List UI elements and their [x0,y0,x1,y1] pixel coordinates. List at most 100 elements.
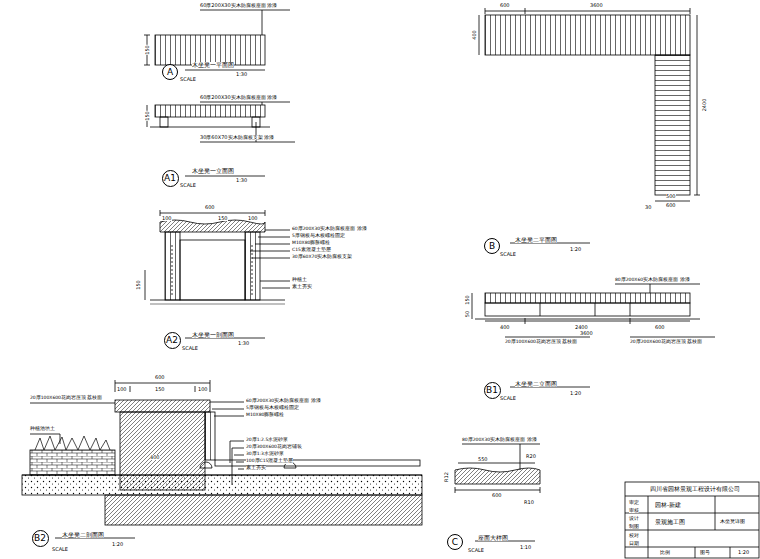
callout-letter: B1 [486,386,498,395]
annotation-text: 木坐凳一剖面图 [192,332,234,338]
annotation-text: 3600 [580,331,593,336]
annotation-text: 60厚200X30实木防腐板座面 涂漆 [200,95,277,100]
annotation-text: 1:20 [570,391,581,396]
annotation-text: R20 [526,454,536,459]
annotation-text: 木坐凳详图 [720,519,745,524]
annotation-text: 制图 [629,524,639,529]
annotation-text: 素土夯实 [292,285,312,290]
annotation-text: 四川省园林景观工程设计有限公司 [650,486,740,492]
annotation-text: 5厚钢板与木板螺栓固定 [246,406,299,411]
callout-letter: C [452,538,458,547]
annotation-text: 景观施工图 [655,519,685,525]
callout-letter: A2 [166,336,178,345]
annotation-text: 600 [500,3,510,8]
annotation-text: 比例 [660,550,670,555]
annotation-text: 30厚60X70实木防腐板支架 [292,255,352,260]
annotation-text: 20厚300X600花岗岩铺装 [246,445,302,450]
annotation-text: SCALE [468,548,484,553]
callout-letter: A [167,68,173,77]
annotation-text: C15素混凝土垫层 [292,248,331,253]
annotation-text: 80厚200X60实木防腐板座面 涂漆 [615,278,690,283]
dimension-text: 50 [465,311,470,317]
annotation-text: 550 [478,457,488,462]
dimension-text: 150 [145,45,150,55]
annotation-text: 1:30 [238,341,249,346]
annotation-text: 木坐凳一立面图 [192,168,234,174]
section-callout-circle: A1 [162,170,179,187]
annotation-text: R10 [524,500,534,505]
section-callout-circle: C [447,534,463,550]
annotation-text: 80厚200X30实木防腐板座面 涂漆 [462,438,537,443]
section-callout-circle: B [484,238,500,254]
dimension-text: R12 [444,472,449,482]
annotation-text: 600 [492,493,502,498]
annotation-text: SCALE [180,183,196,188]
annotation-text: 日期 [629,541,639,546]
annotation-text: 素土夯实 [246,466,266,471]
annotation-text: 图号 [700,550,710,555]
annotation-text: 20厚1:2.5水泥砂浆 [246,438,288,443]
section-callout-circle: A2 [164,332,181,349]
section-callout-circle: B1 [484,382,501,399]
annotation-text: SCALE [52,547,68,552]
annotation-text: 600 [155,375,165,380]
annotation-text: 木坐凳二立面图 [515,381,557,387]
annotation-text: SCALE [500,396,516,401]
annotation-text: 1:20 [112,542,123,547]
annotation-text: 150 [155,387,165,392]
annotation-text: 20厚200X600花岗岩压顶 荔枝面 [630,340,702,345]
annotation-text: 100 [248,216,258,221]
callout-letter: A1 [164,174,176,183]
dimension-text: 400 [472,30,477,40]
annotation-text: 400 [150,455,160,460]
annotation-text: SCALE [180,77,196,82]
annotation-text: 5厚钢板与木板螺栓固定 [292,234,345,239]
annotation-text: 500 [666,194,676,199]
annotation-text: 种植池填土 [30,427,55,432]
annotation-text: 60厚200X30实木防腐板座面 涂漆 [246,399,321,404]
annotation-text: 30 [645,205,651,210]
annotation-text: 种植土 [292,278,307,283]
annotation-text: 座面大样图 [478,535,508,541]
annotation-text: 150 [218,216,228,221]
annotation-text: 园林-新建 [655,502,681,508]
annotation-text: 100厚C15混凝土垫层 [246,459,293,464]
annotation-text: 审核 [629,508,639,513]
section-callout-circle: B2 [32,530,49,547]
dimension-text: 150 [136,280,141,290]
annotation-text: 审定 [629,500,639,505]
annotation-text: 木坐凳一平面图 [192,62,234,68]
annotation-text: 设计 [629,516,639,521]
annotation-text: 20厚100X600花岗岩压顶 荔枝面 [505,340,577,345]
annotation-text: 100 [117,387,127,392]
annotation-text: M10X80膨胀螺栓 [246,413,284,418]
annotation-text: 20厚100X600花岗岩压顶 荔枝面 [30,396,102,401]
section-callout-circle: A [162,64,178,80]
annotation-text: 400 [500,325,510,330]
annotation-text: 600 [666,203,676,208]
callout-letter: B2 [34,534,46,543]
annotation-text: 校对 [629,533,639,538]
annotation-text: 1:10 [520,545,531,550]
annotation-text: 600 [655,325,665,330]
annotation-text: 30厚1:3水泥砂浆 [246,452,284,457]
annotation-text: 100 [162,216,172,221]
annotation-text: 600 [205,205,215,210]
annotation-text: SCALE [182,346,198,351]
annotation-text: 2400 [575,325,588,330]
annotation-text: 100 [198,387,208,392]
annotation-text: 3600 [590,3,603,8]
annotation-text: 木坐凳二平面图 [515,237,557,243]
annotation-text: 1:20 [738,550,749,555]
annotation-text: 木坐凳二剖面图 [62,532,104,538]
annotation-text: 1:30 [236,178,247,183]
annotation-text: 1:20 [570,247,581,252]
annotation-text: M10X80膨胀螺栓 [292,241,330,246]
annotation-text: 60厚200X30实木防腐板座面 涂漆 [292,227,367,232]
dimension-text: 150 [145,111,150,121]
callout-letter: B [489,242,495,251]
annotation-text: 1:30 [236,72,247,77]
dimension-text: 2400 [702,99,707,112]
annotation-text: 60厚200X30实木防腐板座面 涂漆 [200,3,277,8]
